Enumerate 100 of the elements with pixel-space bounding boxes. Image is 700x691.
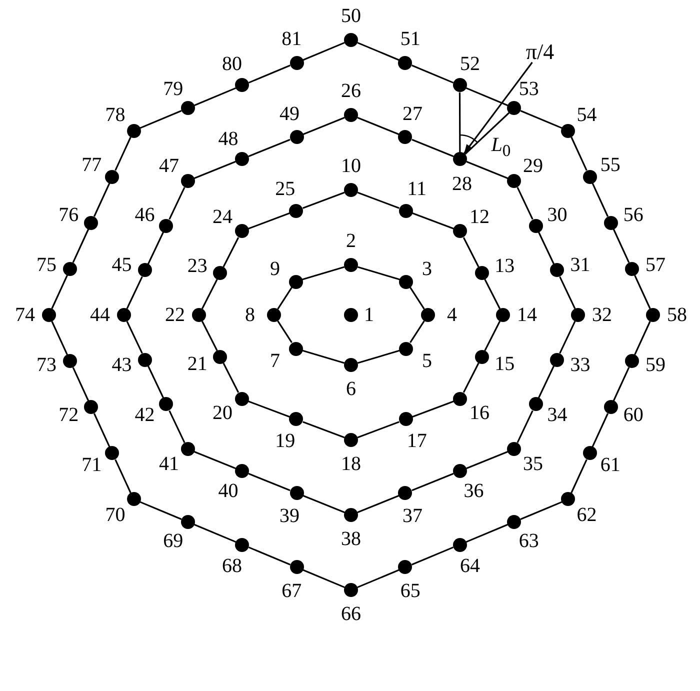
connector-line (466, 450, 508, 470)
point-dot (399, 274, 414, 288)
point-dot (288, 342, 303, 356)
point-number: 1 (364, 305, 374, 325)
point-number: 43 (112, 354, 132, 375)
point-dot (235, 464, 250, 478)
connector-line (538, 232, 555, 264)
point-dot (604, 216, 618, 230)
point-dot (84, 400, 98, 414)
point-number: 61 (600, 455, 620, 476)
point-number: 41 (159, 454, 179, 474)
point-number: 9 (270, 259, 280, 280)
point-dot (234, 392, 249, 406)
point-number: 62 (576, 504, 597, 525)
connector-line (93, 182, 110, 217)
point-dot (180, 101, 195, 116)
point-number: 28 (452, 174, 472, 194)
point-number: 35 (522, 454, 543, 474)
point-number: 16 (469, 403, 490, 424)
point-number: 21 (187, 354, 208, 374)
point-dot (453, 392, 468, 406)
connector-line (194, 450, 236, 470)
leader-arrow (464, 62, 533, 154)
connector-line (277, 320, 292, 344)
point-number: 60 (623, 405, 644, 426)
point-dot (624, 262, 639, 276)
connector-line (357, 569, 400, 588)
point-number: 45 (112, 255, 132, 276)
connector-line (302, 42, 345, 61)
point-dot (582, 170, 597, 184)
connector-line (520, 110, 562, 129)
point-dot (290, 130, 304, 144)
point-number: 46 (134, 205, 155, 226)
point-dot (138, 263, 152, 278)
connector-line (277, 286, 292, 310)
point-number: 63 (518, 530, 539, 551)
connector-line (140, 110, 182, 129)
connector-line (93, 413, 110, 448)
point-dot (474, 350, 489, 364)
point-number: 54 (576, 105, 597, 126)
point-number: 32 (592, 305, 612, 325)
connector-line (248, 400, 290, 418)
point-number: 51 (400, 29, 420, 50)
connector-line (222, 237, 240, 268)
point-number: 11 (407, 179, 426, 200)
connector-line (634, 321, 651, 356)
point-dot (159, 218, 174, 233)
point-number: 73 (36, 354, 56, 375)
point-number: 13 (494, 256, 515, 276)
point-number: 12 (469, 206, 490, 227)
point-number: 79 (163, 79, 184, 100)
connector-line (222, 362, 240, 393)
connector-line (412, 212, 454, 230)
point-number: 6 (346, 379, 356, 399)
point-dot (507, 514, 522, 529)
point-dot (63, 354, 78, 368)
point-dot (474, 266, 489, 280)
point-dot (398, 130, 412, 144)
connector-line (357, 42, 400, 61)
point-number: 49 (279, 104, 300, 124)
point-dot (105, 170, 120, 184)
point-dot (288, 274, 303, 288)
point-dot (398, 204, 413, 218)
point-dot (496, 308, 510, 322)
point-dot (42, 308, 56, 322)
point-number: 75 (36, 255, 56, 276)
point-number: 76 (58, 204, 79, 225)
point-dot (344, 308, 358, 322)
point-dot (452, 152, 467, 166)
connector-line (357, 192, 400, 209)
point-dot (180, 442, 195, 456)
connector-line (412, 400, 454, 418)
connector-line (114, 459, 132, 494)
connector-line (357, 266, 400, 280)
connector-line (147, 232, 164, 264)
connector-line (357, 494, 400, 514)
connector-line (484, 279, 501, 310)
point-number: 64 (460, 556, 480, 576)
connector-line (248, 138, 290, 158)
point-number: 78 (105, 105, 126, 126)
point-number: 17 (406, 430, 427, 451)
point-number: 8 (245, 305, 255, 325)
point-dot (507, 101, 522, 116)
point-number: 22 (165, 305, 185, 325)
point-number: 57 (646, 255, 666, 276)
connector-line (612, 367, 630, 402)
connector-line (559, 276, 576, 310)
point-dot (344, 433, 358, 447)
point-dot (267, 308, 281, 322)
point-number: 69 (163, 530, 184, 551)
connector-line (592, 413, 609, 448)
point-number: 53 (518, 79, 539, 100)
point-number: 47 (159, 156, 179, 176)
connector-line (559, 320, 576, 354)
connector-line (302, 116, 345, 136)
point-dot (290, 486, 304, 500)
connector-line (302, 350, 345, 364)
connector-line (248, 212, 290, 230)
point-dot (550, 352, 564, 367)
point-dot (192, 308, 206, 322)
